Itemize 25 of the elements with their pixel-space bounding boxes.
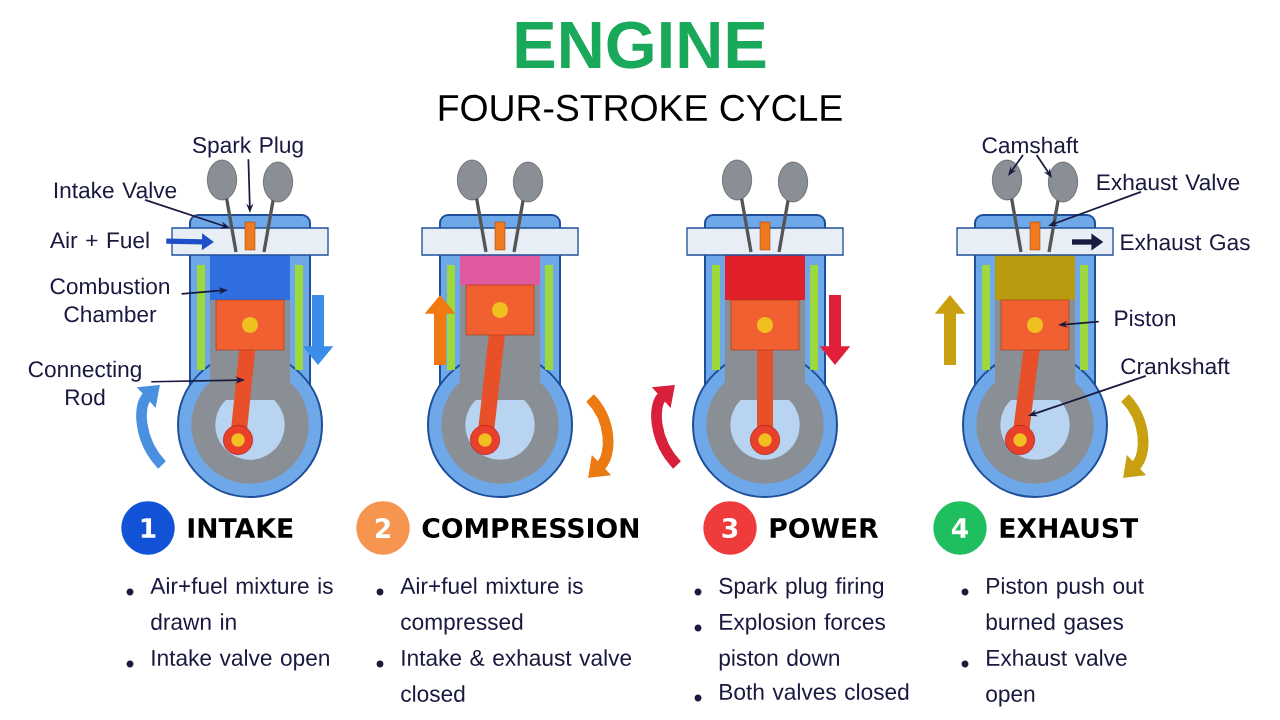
part-label: Intake Valve bbox=[54, 181, 177, 199]
part-label: Combustion Chamber bbox=[50, 277, 169, 323]
part-label: Connecting Rod bbox=[28, 360, 141, 406]
bullet-text: Exhaust valve open bbox=[986, 649, 1127, 707]
part-label: Piston bbox=[1115, 309, 1175, 327]
step-heading: INTAKE bbox=[188, 518, 293, 538]
part-label: Air + Fuel bbox=[50, 231, 149, 249]
bullet-text: Both valves closed bbox=[720, 683, 909, 700]
step-heading: POWER bbox=[770, 517, 879, 539]
subtitle: FOUR-STROKE CYCLE bbox=[439, 94, 842, 122]
bullet-text: Explosion forces piston down bbox=[719, 613, 885, 671]
bullet-text: Spark plug firing bbox=[719, 577, 884, 599]
bullet-text: Air+fuel mixture is drawn in bbox=[150, 577, 333, 630]
part-label: Camshaft bbox=[982, 136, 1079, 154]
bullet-text: Intake valve open bbox=[152, 649, 329, 671]
step-heading: COMPRESSION bbox=[422, 517, 638, 539]
bullet-text: Intake & exhaust valve closed bbox=[401, 649, 632, 702]
bullet-text: Piston push out burned gases bbox=[986, 577, 1144, 635]
bullet-text: Air+fuel mixture is compressed bbox=[400, 577, 583, 635]
title: ENGINE bbox=[516, 21, 766, 69]
step-heading: EXHAUST bbox=[1000, 517, 1139, 539]
part-label: Crankshaft bbox=[1121, 357, 1230, 375]
part-label: Exhaust Valve bbox=[1097, 173, 1240, 191]
part-label: Exhaust Gas bbox=[1121, 233, 1250, 251]
part-label: Spark Plug bbox=[192, 136, 303, 158]
